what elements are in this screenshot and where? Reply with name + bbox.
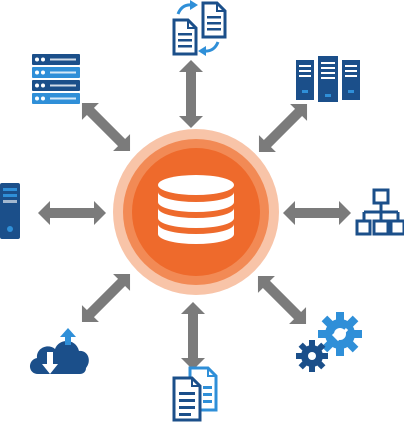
server-stack-icon <box>32 54 80 104</box>
documents-icon <box>172 366 218 422</box>
cloud-download-icon <box>29 328 89 374</box>
arrow-bottom-left <box>73 265 139 331</box>
arrow-top-left <box>73 94 139 160</box>
center-database-node <box>113 129 279 295</box>
database-icon <box>158 175 234 244</box>
arrow-right <box>283 201 351 225</box>
arrow-bottom <box>181 302 205 370</box>
arrow-left <box>38 201 106 225</box>
hierarchy-icon <box>355 188 404 236</box>
gears-icon <box>296 312 362 372</box>
arrow-top <box>179 60 203 128</box>
arrow-top-right <box>250 95 316 161</box>
document-sync-icon <box>172 0 227 56</box>
arrow-bottom-right <box>249 267 315 333</box>
server-rack-icon <box>296 56 360 102</box>
desktop-tower-icon <box>0 183 20 239</box>
